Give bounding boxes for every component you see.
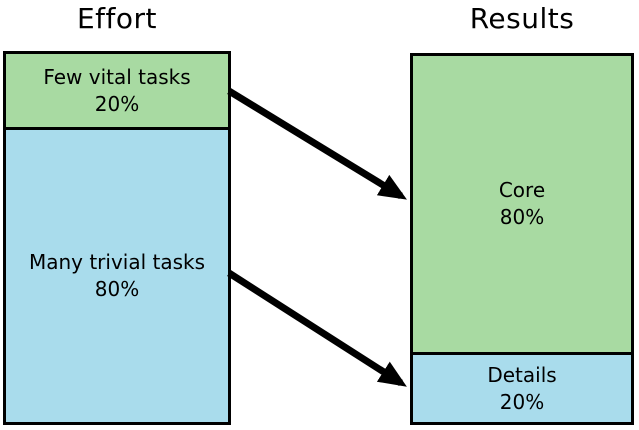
- segment-label: Details: [487, 362, 557, 387]
- arrow-vital-to-core-icon: [227, 88, 407, 200]
- results-column: Core 80% Details 20%: [410, 53, 634, 425]
- segment-core: Core 80%: [413, 56, 631, 355]
- segment-percent: 80%: [499, 205, 545, 229]
- segment-label: Many trivial tasks: [28, 250, 206, 274]
- segment-percent: 80%: [94, 277, 140, 301]
- arrow-trivial-to-details-icon: [227, 270, 407, 387]
- segment-percent: 20%: [499, 389, 545, 414]
- effort-column: Few vital tasks 20% Many trivial tasks 8…: [3, 51, 231, 425]
- segment-percent: 20%: [94, 91, 140, 116]
- segment-label: Core: [498, 178, 546, 202]
- results-column-title: Results: [469, 2, 575, 35]
- segment-label: Few vital tasks: [43, 64, 191, 89]
- segment-many-trivial-tasks: Many trivial tasks 80%: [6, 130, 228, 422]
- effort-column-title: Effort: [76, 2, 158, 35]
- segment-few-vital-tasks: Few vital tasks 20%: [6, 54, 228, 130]
- segment-details: Details 20%: [413, 355, 631, 422]
